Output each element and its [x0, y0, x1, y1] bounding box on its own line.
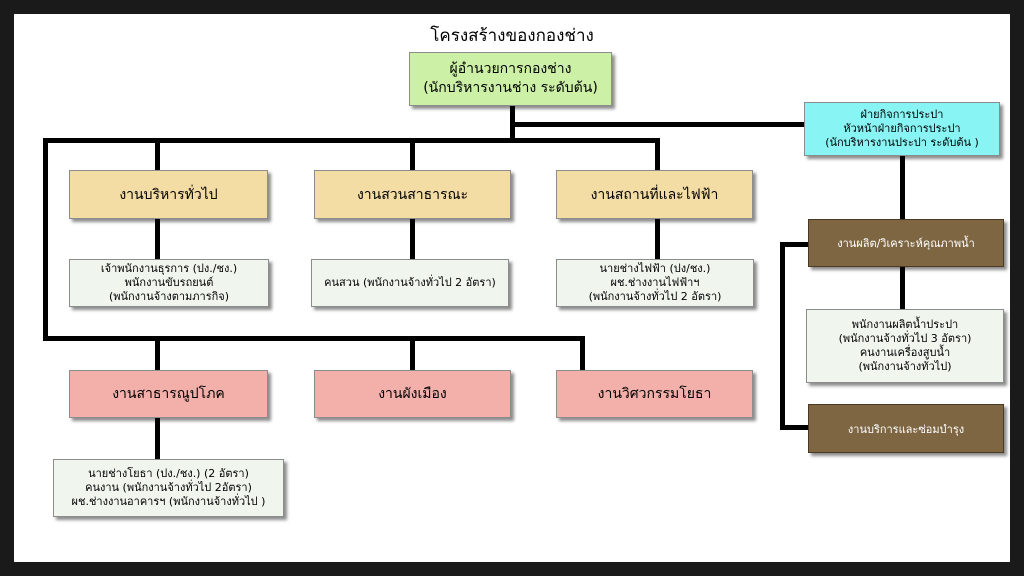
unit-general-admin: งานบริหารทั่วไป — [69, 170, 268, 219]
connector-line — [900, 149, 905, 219]
connector-line — [155, 336, 160, 370]
unit-town-planning: งานผังเมือง — [314, 370, 511, 418]
director-box: ผู้อำนวยการกองช่าง (นักบริหารงานช่าง ระด… — [409, 52, 612, 106]
connector-line — [410, 336, 415, 370]
connector-line — [410, 219, 415, 259]
staff-public-parks: คนสวน (พนักงานจ้างทั่วไป 2 อัตรา) — [311, 259, 509, 307]
connector-line — [900, 267, 905, 309]
connector-line — [410, 138, 415, 170]
water-dept-name: ฝ่ายกิจการประปา — [860, 108, 944, 121]
water-dept-head: หัวหน้าฝ่ายกิจการประปา — [843, 122, 961, 135]
unit-civil-engineering: งานวิศวกรรมโยธา — [556, 370, 753, 418]
connector-line — [580, 336, 585, 370]
connector-line — [155, 418, 160, 459]
connector-line — [155, 138, 160, 170]
director-level: (นักบริหารงานช่าง ระดับต้น) — [423, 80, 598, 96]
connector-line — [43, 138, 48, 341]
connector-line — [780, 242, 808, 247]
staff-public-utilities: นายช่างโยธา (ปง./ชง.) (2 อัตรา) คนงาน (พ… — [53, 459, 284, 517]
connector-line — [43, 138, 660, 143]
connector-line — [155, 219, 160, 259]
unit-public-utilities: งานสาธารณูปโภค — [69, 370, 268, 418]
unit-water-production: งานผลิต/วิเคราะห์คุณภาพน้ำ — [808, 219, 1004, 267]
unit-service-maintenance: งานบริการและซ่อมบำรุง — [808, 404, 1004, 453]
unit-public-parks: งานสวนสาธารณะ — [314, 170, 511, 219]
staff-general-admin: เจ้าพนักงานธุรการ (ปง./ชง.) พนักงานขับรถ… — [69, 259, 269, 307]
staff-water-production: พนักงานผลิตน้ำประปา (พนักงานจ้างทั่วไป 3… — [806, 309, 1004, 383]
connector-line — [512, 122, 804, 127]
org-chart: โครงสร้างของกองช่าง ผู้อำนวยการกองช่าง (… — [14, 14, 1010, 562]
unit-facilities-electrical: งานสถานที่และไฟฟ้า — [556, 170, 753, 219]
staff-facilities-electrical: นายช่างไฟฟ้า (ปง/ชง.) ผช.ช่างงานไฟฟ้าฯ (… — [556, 259, 754, 307]
connector-line — [43, 336, 585, 341]
chart-title: โครงสร้างของกองช่าง — [430, 26, 594, 46]
connector-line — [655, 219, 660, 259]
connector-line — [780, 425, 808, 430]
director-title: ผู้อำนวยการกองช่าง — [449, 61, 572, 77]
connector-line — [655, 138, 660, 170]
water-dept-level: (นักบริหารงานประปา ระดับต้น ) — [825, 136, 979, 149]
connector-line — [780, 242, 785, 430]
water-dept-box: ฝ่ายกิจการประปา หัวหน้าฝ่ายกิจการประปา (… — [804, 102, 1000, 156]
